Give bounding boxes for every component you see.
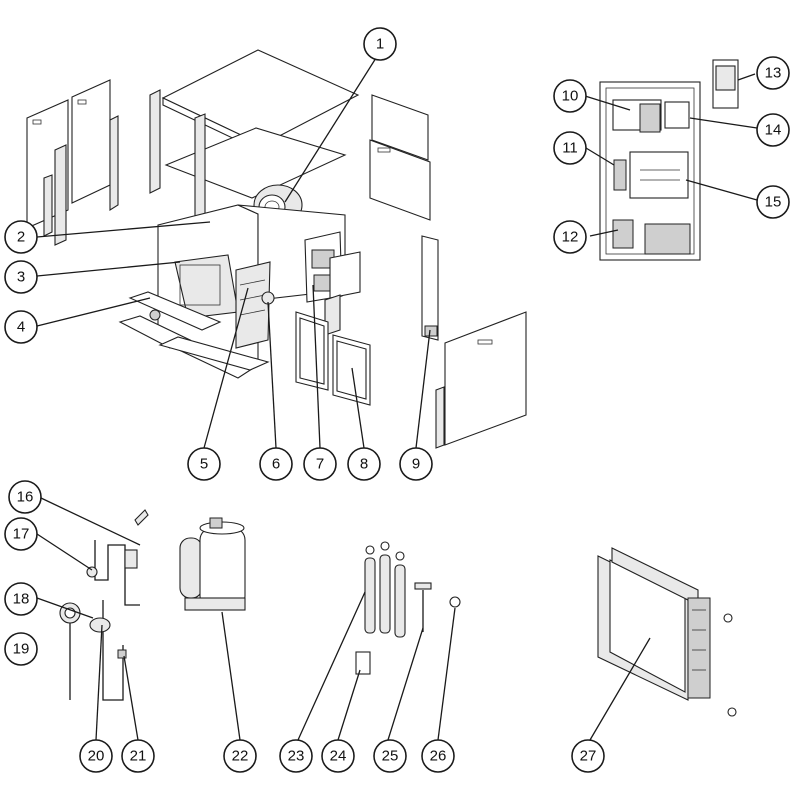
svg-text:21: 21 [130,748,147,765]
svg-text:7: 7 [316,456,324,473]
right-side-panels [369,94,527,449]
callout-19: 19 [4,632,38,666]
base-rails [118,291,270,371]
svg-text:4: 4 [17,319,25,336]
svg-text:8: 8 [360,456,368,473]
heat-exchanger-coil [597,547,737,717]
compressor [179,517,246,611]
callout-5: 5 [187,447,221,481]
callout-1: 1 [363,27,397,61]
callout-23: 23 [279,739,313,773]
electrical-box [304,231,361,303]
svg-text:12: 12 [562,229,579,246]
svg-text:2: 2 [17,229,25,246]
cabinet-body [157,204,346,379]
callout-3: 3 [4,260,38,294]
svg-text:11: 11 [562,140,578,157]
callout-9: 9 [399,447,433,481]
callout-21: 21 [121,739,155,773]
callouts: 1 2 3 4 5 6 7 8 9 10 11 12 13 14 15 16 1… [4,27,790,773]
electrical-panel [599,81,701,261]
callout-17: 17 [4,517,38,551]
svg-text:26: 26 [430,748,447,765]
svg-text:25: 25 [382,748,399,765]
svg-text:10: 10 [562,88,579,105]
callout-4: 4 [4,310,38,344]
svg-text:27: 27 [580,748,597,765]
callout-15: 15 [756,185,790,219]
callout-7: 7 [303,447,337,481]
svg-text:17: 17 [13,526,30,543]
svg-text:20: 20 [88,748,105,765]
svg-text:18: 18 [13,591,30,608]
callout-14: 14 [756,113,790,147]
filter-frames [295,294,371,406]
callout-11: 11 [553,131,587,165]
svg-text:3: 3 [17,269,25,286]
svg-text:16: 16 [17,489,34,506]
svg-text:14: 14 [765,122,782,139]
callout-6: 6 [259,447,293,481]
callout-18: 18 [4,582,38,616]
callout-24: 24 [321,739,355,773]
svg-text:24: 24 [330,748,347,765]
callout-22: 22 [223,739,257,773]
callout-20: 20 [79,739,113,773]
unit-exploded-view [26,49,527,449]
svg-text:5: 5 [200,456,208,473]
callout-10: 10 [553,79,587,113]
svg-text:23: 23 [288,748,305,765]
left-door-panels [26,79,119,246]
svg-text:19: 19 [13,641,30,658]
svg-text:6: 6 [272,456,280,473]
leader-lines [36,57,758,741]
callout-26: 26 [421,739,455,773]
svg-text:13: 13 [765,65,782,82]
callout-12: 12 [553,220,587,254]
callout-8: 8 [347,447,381,481]
heating-elements [355,541,461,675]
top-lid [149,49,360,225]
svg-text:22: 22 [232,748,249,765]
callout-27: 27 [571,739,605,773]
svg-text:1: 1 [376,36,384,53]
callout-13: 13 [756,56,790,90]
svg-text:15: 15 [765,194,782,211]
callout-25: 25 [373,739,407,773]
display-module [712,59,739,109]
svg-text:9: 9 [412,456,420,473]
callout-16: 16 [8,480,42,514]
refrigerant-piping [59,509,149,701]
callout-2: 2 [4,220,38,254]
